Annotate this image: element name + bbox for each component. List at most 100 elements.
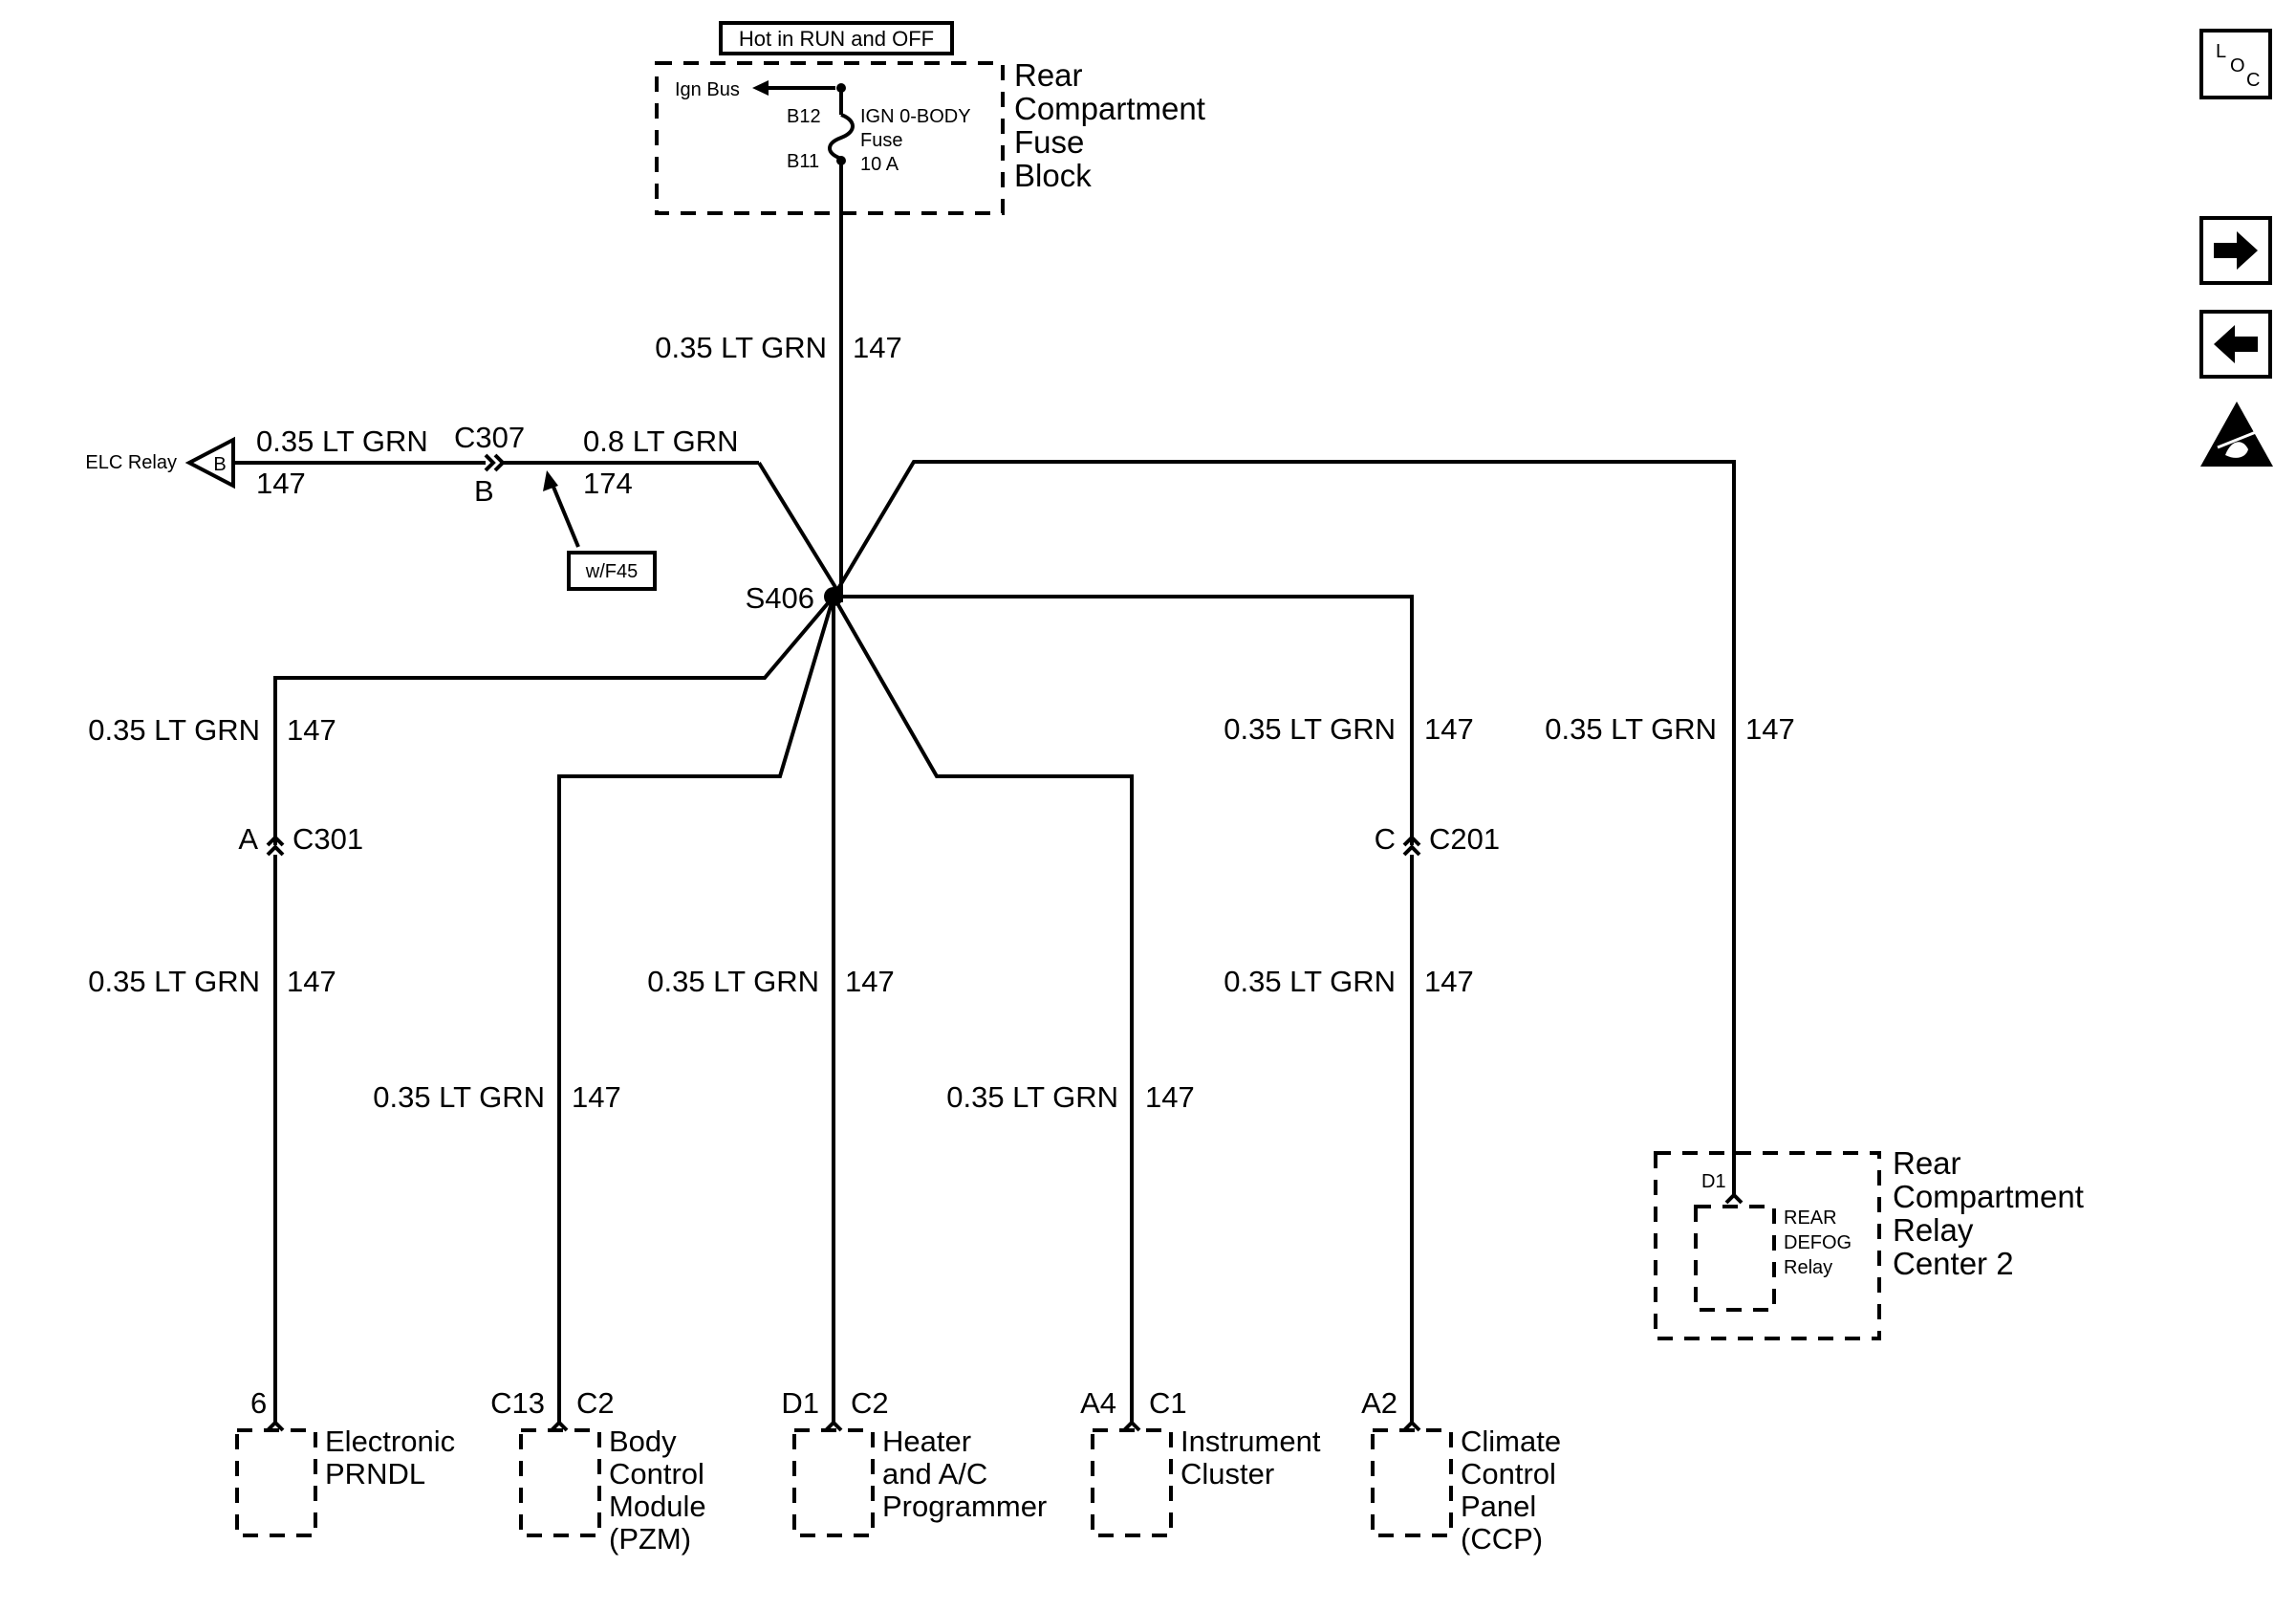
ic-name-2: Cluster (1180, 1457, 1274, 1490)
heater-wire-size: 0.35 LT GRN (647, 965, 819, 998)
ccp-box (1371, 1428, 1453, 1537)
prndl-lower-circuit: 147 (287, 965, 336, 998)
fuse-block-outline (655, 61, 1005, 215)
ign-bus-arrow (752, 80, 769, 96)
prndl-lower-size: 0.35 LT GRN (88, 965, 260, 998)
main-wire-circuit: 147 (853, 331, 902, 364)
relay-branch-wire (832, 460, 1736, 1195)
bcm-connector: C2 (576, 1386, 615, 1420)
defog-relay-2: DEFOG (1784, 1232, 1852, 1253)
loc-letter-c: C (2246, 70, 2260, 91)
elc-relay-pin: B (213, 454, 226, 475)
module-bcm: C13 C2 Body Control Module (PZM) (490, 1386, 706, 1556)
ccp-upper-circuit: 147 (1424, 712, 1474, 746)
bcm-branch-wire (557, 596, 835, 1423)
relay-wire-circuit: 147 (1745, 712, 1795, 746)
heater-name-2: and A/C (882, 1457, 987, 1490)
f45-wire-circuit: 174 (583, 467, 633, 500)
defog-relay-3: Relay (1784, 1257, 1832, 1278)
ign-bus-label: Ign Bus (675, 79, 740, 100)
fuse-block: Hot in RUN and OFF Ign Bus B12 B11 IGN 0… (655, 21, 1205, 215)
fuse-symbol (828, 113, 855, 161)
fuse-block-name-1: Rear (1014, 57, 1083, 93)
ic-wire-size: 0.35 LT GRN (946, 1080, 1118, 1114)
elc-wire-circuit: 147 (256, 467, 306, 500)
ic-name-1: Instrument (1180, 1425, 1321, 1458)
relay-center-name-3: Relay (1893, 1212, 1974, 1248)
esd-warning-icon[interactable] (2200, 402, 2273, 467)
relay-center-name-1: Rear (1893, 1145, 1961, 1181)
bcm-name-4: (PZM) (609, 1522, 691, 1556)
bcm-box (519, 1428, 601, 1537)
heater-pin: D1 (781, 1386, 819, 1420)
heater-wire-circuit: 147 (845, 965, 895, 998)
module-heater: D1 C2 Heater and A/C Programmer (781, 1386, 1047, 1537)
loc-icon[interactable]: L O C (2199, 29, 2272, 99)
c307-label: C307 (454, 421, 525, 454)
arrow-left-icon[interactable] (2199, 310, 2272, 379)
option-arrow-line (549, 479, 580, 548)
relay-center-name-4: Center 2 (1893, 1246, 2014, 1281)
heater-name-1: Heater (882, 1425, 971, 1458)
ccp-lower-size: 0.35 LT GRN (1224, 965, 1396, 998)
option-arrow-head (543, 470, 558, 491)
c201-pin: C (1375, 822, 1396, 856)
elc-relay-label: ELC Relay (85, 452, 177, 473)
loc-letter-l: L (2216, 41, 2226, 62)
defog-relay-1: REAR (1784, 1208, 1837, 1229)
ccp-name-1: Climate (1461, 1425, 1561, 1458)
c201-label: C201 (1429, 822, 1500, 856)
ic-box (1091, 1428, 1173, 1537)
elc-relay-connector (184, 436, 235, 490)
option-tag-box (567, 551, 657, 591)
arrow-right-icon[interactable] (2199, 216, 2272, 285)
c301-pin: A (238, 822, 258, 856)
fuse-rating: 10 A (860, 154, 899, 175)
prndl-pin: 6 (250, 1386, 267, 1420)
main-feed-wire: 0.35 LT GRN 147 (655, 161, 902, 602)
relay-pin: D1 (1701, 1171, 1726, 1192)
module-ic: A4 C1 Instrument Cluster (1080, 1386, 1321, 1537)
relay-center-name-2: Compartment (1893, 1179, 2084, 1214)
relay-wire-size: 0.35 LT GRN (1545, 712, 1717, 746)
splice-label: S406 (746, 581, 814, 615)
module-prndl: 6 Electronic PRNDL (235, 1386, 455, 1537)
prndl-box (235, 1428, 317, 1537)
fuse-block-name-3: Fuse (1014, 124, 1084, 160)
heater-box (792, 1428, 875, 1537)
elc-wire-size: 0.35 LT GRN (256, 424, 428, 458)
defog-relay-box (1694, 1205, 1776, 1312)
relay-center: D1 REAR DEFOG Relay Rear Compartment Rel… (1654, 1145, 2084, 1340)
splice-s406: S406 0.35 LT GRN 147 0.35 LT GRN 147 0.3… (88, 460, 1795, 1423)
fuse-word: Fuse (860, 130, 902, 151)
ic-connector: C1 (1149, 1386, 1187, 1420)
loc-letter-o: O (2230, 55, 2245, 76)
bcm-wire-size: 0.35 LT GRN (373, 1080, 545, 1114)
module-ccp: A2 Climate Control Panel (CCP) (1361, 1386, 1561, 1556)
ccp-branch-upper (834, 595, 1414, 845)
bcm-wire-circuit: 147 (572, 1080, 621, 1114)
fuse-terminal-top (836, 83, 846, 93)
ccp-pin: A2 (1361, 1386, 1397, 1420)
pin-b12: B12 (787, 106, 821, 127)
relay-center-outline (1654, 1151, 1881, 1340)
c307-pin: B (474, 474, 494, 508)
ccp-name-3: Panel (1461, 1490, 1536, 1523)
prndl-upper-circuit: 147 (287, 713, 336, 747)
prndl-upper-size: 0.35 LT GRN (88, 713, 260, 747)
heater-connector: C2 (851, 1386, 889, 1420)
prndl-branch-upper (273, 595, 835, 845)
ic-branch-wire (832, 596, 1134, 1423)
c307-connector (484, 453, 506, 472)
ccp-upper-size: 0.35 LT GRN (1224, 712, 1396, 746)
hot-in-run-off-tag (719, 21, 954, 55)
ccp-lower-circuit: 147 (1424, 965, 1474, 998)
elc-relay-branch: ELC Relay B 0.35 LT GRN 147 C307 B 0.8 L… (85, 421, 843, 598)
ic-pin: A4 (1080, 1386, 1116, 1420)
hot-label: Hot in RUN and OFF (739, 27, 934, 51)
fuse-block-name-2: Compartment (1014, 91, 1205, 126)
pin-b11: B11 (787, 151, 819, 172)
fuse-name: IGN 0-BODY (860, 106, 971, 127)
main-wire-size: 0.35 LT GRN (655, 331, 827, 364)
